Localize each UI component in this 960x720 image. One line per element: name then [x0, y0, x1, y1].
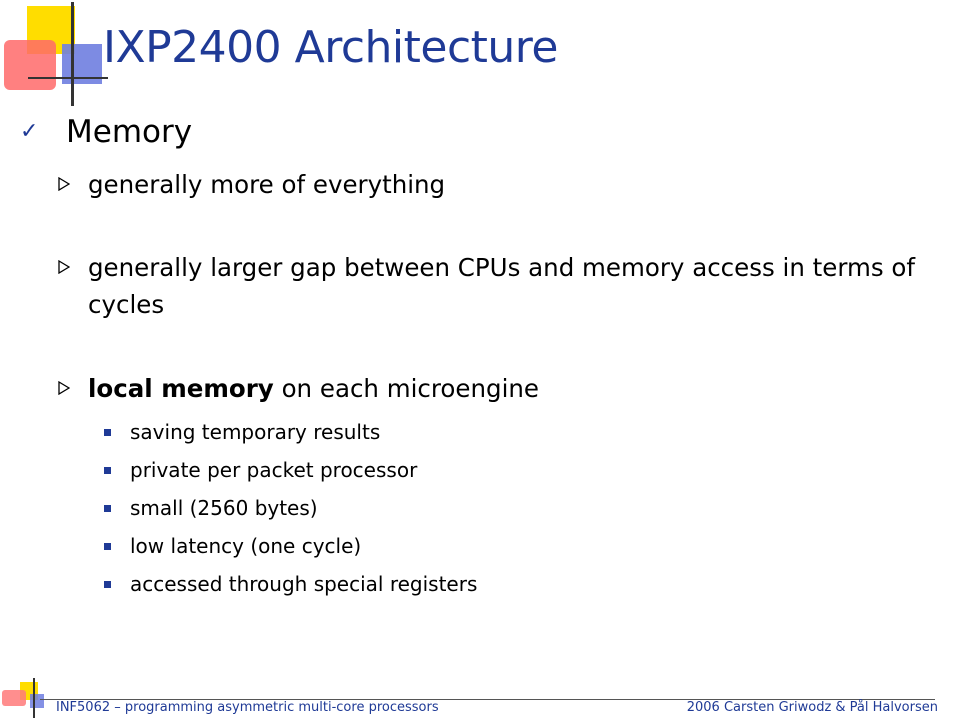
red-square [4, 40, 56, 90]
level1-text: Memory [66, 114, 193, 150]
vertical-line [71, 2, 74, 106]
footer-divider [40, 699, 935, 700]
slide-title: IXP2400 Architecture [103, 22, 559, 73]
level1-bullet-memory: ✓ Memory [20, 114, 192, 150]
bullet-item: local memory on each microengine [58, 370, 938, 407]
footer-course: INF5062 – programming asymmetric multi-c… [56, 700, 439, 715]
vertical-line-small [33, 678, 35, 718]
bullet-text: generally larger gap between CPUs and me… [88, 253, 916, 319]
horizontal-line [28, 77, 108, 79]
logo-decoration-bottom [0, 678, 50, 720]
arrow-bullet-icon [58, 166, 88, 191]
bullet-rest: on each microengine [273, 374, 539, 403]
sub-bullet-text: private per packet processor [130, 458, 418, 482]
footer-authors: 2006 Carsten Griwodz & Pål Halvorsen [686, 700, 938, 715]
sub-bullet-item: accessed through special registers [104, 570, 477, 598]
bullet-item: generally larger gap between CPUs and me… [58, 249, 938, 323]
bullet-text: local memory on each microengine [88, 370, 938, 407]
sub-bullet-text: saving temporary results [130, 420, 381, 444]
sub-bullet-item: saving temporary results [104, 418, 380, 446]
square-bullet-icon [104, 543, 111, 550]
arrow-bullet-icon [58, 249, 88, 274]
sub-bullet-item: low latency (one cycle) [104, 532, 361, 560]
sub-bullet-item: small (2560 bytes) [104, 494, 318, 522]
logo-decoration-top [0, 0, 110, 110]
bullet-item: generally more of everything [58, 166, 938, 203]
sub-bullet-item: private per packet processor [104, 456, 417, 484]
bullet-text: generally more of everything [88, 170, 446, 199]
square-bullet-icon [104, 581, 111, 588]
square-bullet-icon [104, 467, 111, 474]
bold-term: local memory [88, 374, 274, 403]
arrow-bullet-icon [58, 370, 88, 395]
checkmark-icon: ✓ [20, 119, 39, 144]
sub-bullet-text: small (2560 bytes) [130, 496, 318, 520]
sub-bullet-text: accessed through special registers [130, 572, 478, 596]
sub-bullet-text: low latency (one cycle) [130, 534, 362, 558]
square-bullet-icon [104, 505, 111, 512]
red-square-small [2, 690, 26, 706]
square-bullet-icon [104, 429, 111, 436]
